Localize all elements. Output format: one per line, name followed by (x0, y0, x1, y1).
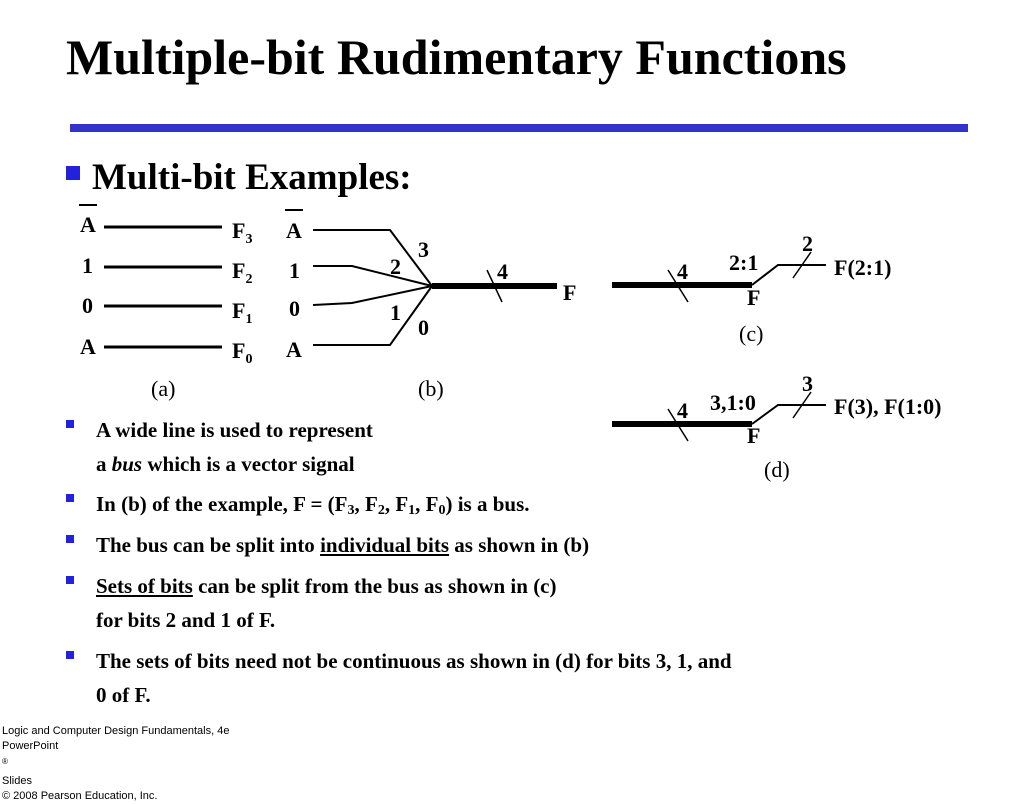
diagram-a: A 1 0 A F3 F2 F1 F0 (a) (79, 204, 252, 401)
diagram-d: 4 3 3,1:0 F F(3), F(1:0) (d) (612, 371, 942, 482)
bullet-list: A wide line is used to represent a bus w… (66, 413, 732, 712)
diagram-c-tap-width: 2 (802, 231, 813, 256)
diagram-d-bus-width: 4 (677, 398, 688, 423)
diagram-c: 4 2 2:1 F F(2:1) (c) (612, 231, 891, 346)
bullet-sets-of-bits: Sets of bits can be split from the bus a… (66, 569, 557, 637)
diagram-c-bus-name: F (747, 285, 760, 310)
diagram-b-branch-3 (313, 229, 433, 287)
diagram-b-bus-slash (486, 269, 503, 303)
diagram-c-bus-width: 4 (677, 259, 688, 284)
bullet-icon (66, 420, 74, 428)
bullet-icon (66, 535, 74, 543)
diagram-d-tap (751, 404, 826, 425)
bullet-individual-bits: The bus can be split into individual bit… (66, 528, 589, 562)
diagram-a-output-3: F3 (232, 218, 252, 247)
slide-footer: Logic and Computer Design Fundamentals, … (2, 725, 230, 802)
diagram-b-output: F (563, 280, 576, 305)
diagram-a-input-3: A (80, 334, 96, 359)
heading-bullet-icon (66, 166, 80, 180)
section-heading: Multi-bit Examples: (92, 157, 412, 198)
diagram-b-input-2: 0 (289, 296, 300, 321)
bullet-bus-definition: A wide line is used to represent a bus w… (66, 413, 373, 481)
bullet-icon (66, 651, 74, 659)
diagram-d-output: F(3), F(1:0) (834, 394, 942, 419)
diagram-d-tap-slash (792, 391, 812, 419)
diagram-c-caption: (c) (739, 321, 763, 346)
diagram-b-branch-label-0: 0 (418, 315, 429, 340)
bullet-bus-example: In (b) of the example, F = (F3, F2, F1, … (66, 487, 530, 528)
diagram-c-tap-slash (792, 251, 812, 279)
diagram-b-input-0: A (286, 218, 302, 243)
diagram-c-selector: 2:1 (729, 250, 758, 275)
diagram-c-bus-slash (667, 269, 689, 303)
diagram-c-output: F(2:1) (834, 255, 891, 280)
diagram-b-branch-label-3: 3 (418, 237, 429, 262)
diagram-b-branch-2 (313, 265, 433, 287)
multibit-diagrams: A 1 0 A F3 F2 F1 F0 (a) A 1 0 A 3 2 1 0 … (79, 204, 942, 482)
diagram-b-branch-1 (312, 285, 433, 306)
diagram-c-tap (751, 264, 826, 286)
bullet-icon (66, 576, 74, 584)
title-underline (70, 124, 968, 132)
diagram-a-input-0: A (80, 212, 96, 237)
slide-title: Multiple-bit Rudimentary Functions (66, 29, 847, 85)
diagram-b-input-1: 1 (289, 258, 300, 283)
diagram-b-caption: (b) (418, 376, 444, 401)
diagram-b-bus-width: 4 (497, 259, 508, 284)
diagram-b-branch-label-2: 2 (390, 254, 401, 279)
diagram-b: A 1 0 A 3 2 1 0 4 F (b) (285, 209, 576, 401)
bus-term: bus (111, 452, 143, 476)
individual-bits-term: individual bits (320, 533, 450, 557)
bullet-icon (66, 494, 74, 502)
diagram-a-input-1: 1 (82, 253, 93, 278)
diagram-d-selector: 3,1:0 (710, 390, 756, 415)
diagram-a-output-1: F1 (232, 298, 252, 327)
diagram-a-output-0: F0 (232, 338, 252, 367)
diagram-d-bus-slash (667, 408, 689, 442)
sets-of-bits-term: Sets of bits (96, 574, 193, 598)
bullet-non-continuous: The sets of bits need not be continuous … (66, 644, 732, 712)
diagram-a-input-2: 0 (82, 293, 93, 318)
diagram-b-branch-label-1: 1 (390, 300, 401, 325)
diagram-a-caption: (a) (151, 376, 175, 401)
diagram-d-caption: (d) (764, 457, 790, 482)
diagram-d-bus-name: F (747, 423, 760, 448)
diagram-b-branch-0 (313, 285, 433, 346)
diagram-a-output-2: F2 (232, 258, 252, 287)
diagram-d-tap-width: 3 (802, 371, 813, 396)
diagram-b-input-3: A (286, 337, 302, 362)
